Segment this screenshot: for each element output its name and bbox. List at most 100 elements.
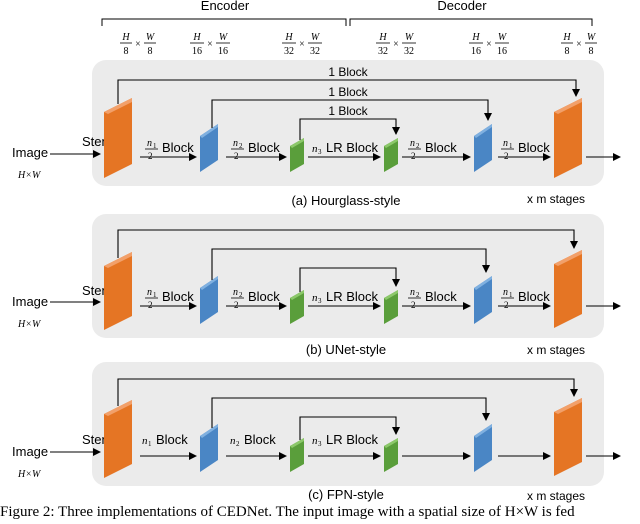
skip-connection-1 (117, 378, 578, 406)
svg-text:1: 1 (148, 440, 152, 448)
svg-text:LR Block: LR Block (326, 432, 379, 447)
caption-unet: (b) UNet-style (306, 342, 386, 357)
svg-text:16: 16 (497, 46, 507, 57)
decoder-block-2 (474, 276, 492, 324)
encoder-block-2 (200, 124, 218, 172)
skip-connection-2 (211, 397, 490, 428)
skip-label-1: 1 Block (328, 65, 368, 79)
stages-label: x m stages (527, 192, 585, 206)
svg-text:Block: Block (425, 140, 457, 155)
label-n1-half-block: n 1 2 Block (145, 287, 194, 310)
svg-text:Block: Block (162, 140, 194, 155)
decoder-block-1 (554, 98, 582, 178)
skip-connection-2 (211, 99, 492, 128)
svg-text:2: 2 (236, 440, 240, 448)
svg-text:16: 16 (192, 46, 202, 57)
scale-fraction-3: H 32 × W 32 (282, 32, 322, 57)
panel-background (92, 214, 604, 338)
svg-text:32: 32 (378, 46, 388, 57)
svg-text:8: 8 (148, 46, 153, 57)
svg-text:n: n (503, 138, 508, 149)
svg-text:3: 3 (318, 297, 322, 305)
svg-text:H: H (284, 32, 293, 43)
label-n2-block: n 2 Block (230, 432, 276, 448)
encoder-bracket (101, 18, 347, 26)
svg-text:n: n (312, 292, 318, 304)
panel-background (92, 362, 604, 486)
skip-label-2: 1 Block (328, 85, 368, 99)
svg-text:2: 2 (148, 300, 153, 310)
caption-fpn: (c) FPN-style (308, 487, 384, 502)
svg-text:n: n (312, 435, 318, 447)
svg-text:3: 3 (318, 440, 322, 448)
svg-text:n: n (410, 287, 415, 298)
svg-text:n: n (503, 287, 508, 298)
encoder-block-3 (290, 138, 304, 172)
encoder-label: Encoder (201, 0, 250, 13)
svg-text:W: W (219, 32, 229, 43)
svg-text:n: n (147, 287, 152, 298)
caption-hourglass: (a) Hourglass-style (291, 193, 400, 208)
decoder-bracket (349, 18, 593, 26)
encoder-block-2 (200, 276, 218, 324)
svg-text:Block: Block (156, 432, 188, 447)
svg-text:Block: Block (248, 140, 280, 155)
scale-fraction-2: H 16 × W 16 (190, 32, 230, 57)
svg-text:H: H (121, 32, 130, 43)
scale-fraction-6: H 8 × W 8 (561, 32, 597, 57)
header: Encoder Decoder H 8 × W 8 H 16 × W 16 H (101, 0, 597, 57)
svg-text:Block: Block (162, 289, 194, 304)
label-n3-lr-block: n 3 LR Block (312, 432, 379, 448)
svg-text:2: 2 (416, 142, 420, 150)
svg-text:1: 1 (509, 291, 513, 299)
label-n1-block: n 1 Block (142, 432, 188, 448)
decoder-label: Decoder (437, 0, 487, 13)
skip-connection-3 (299, 416, 400, 440)
label-d-n2-half-block: n 2 2 Block (408, 138, 457, 161)
svg-text:8: 8 (124, 46, 129, 57)
svg-text:1: 1 (153, 142, 157, 150)
skip-connection-1 (117, 229, 578, 258)
svg-text:2: 2 (239, 142, 243, 150)
svg-text:2: 2 (234, 300, 239, 310)
svg-text:×: × (486, 39, 492, 50)
label-d-n1-half-block: n 1 2 Block (501, 138, 550, 161)
svg-text:Block: Block (248, 289, 280, 304)
scale-fraction-1: H 8 × W 8 (120, 32, 156, 57)
decoder-block-3 (384, 138, 398, 172)
scale-fraction-4: H 32 × W 32 (376, 32, 416, 57)
svg-text:2: 2 (411, 300, 416, 310)
svg-text:Block: Block (425, 289, 457, 304)
svg-text:n: n (312, 143, 318, 155)
encoder-block-1 (104, 98, 132, 178)
svg-text:2: 2 (239, 291, 243, 299)
svg-text:n: n (410, 138, 415, 149)
svg-text:Block: Block (518, 140, 550, 155)
label-n1-half-block: n 1 2 Block (145, 138, 194, 161)
svg-text:1: 1 (509, 142, 513, 150)
svg-text:32: 32 (284, 46, 294, 57)
svg-text:W: W (311, 32, 321, 43)
panel-hourglass: Image H×W Stem (12, 60, 621, 206)
label-n3-lr-block: n 3 LR Block (312, 140, 379, 156)
image-label: Image (12, 444, 48, 459)
svg-text:×: × (135, 39, 141, 50)
size-label: H×W (17, 170, 42, 181)
svg-text:8: 8 (565, 46, 570, 57)
skip-connection-2 (211, 248, 490, 280)
svg-text:×: × (299, 39, 305, 50)
svg-text:2: 2 (416, 291, 420, 299)
svg-text:LR Block: LR Block (326, 140, 379, 155)
svg-text:W: W (587, 32, 597, 43)
svg-text:H: H (192, 32, 201, 43)
image-label: Image (12, 145, 48, 160)
encoder-block-3 (290, 290, 304, 324)
panel-fpn: Image H×W Stem (12, 362, 621, 503)
svg-text:H: H (562, 32, 571, 43)
svg-text:32: 32 (310, 46, 320, 57)
encoder-block-1 (104, 252, 132, 330)
svg-text:W: W (405, 32, 415, 43)
svg-text:Block: Block (244, 432, 276, 447)
label-n2-half-block: n 2 2 Block (231, 287, 280, 310)
